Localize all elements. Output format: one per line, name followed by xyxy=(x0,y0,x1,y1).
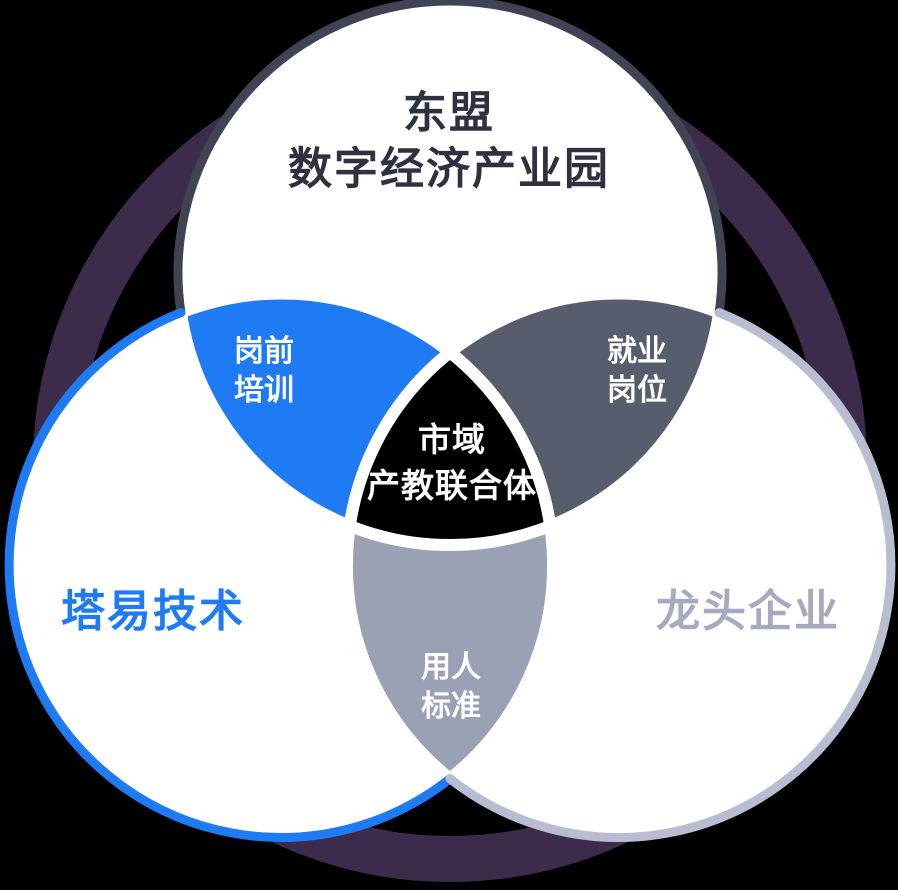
left-circle-label: 塔易技术 xyxy=(61,587,245,636)
right-circle-label: 龙头企业 xyxy=(656,587,840,636)
overlap-top-left-label-line1: 岗前 xyxy=(234,335,294,368)
left-circle-arc xyxy=(4,308,455,842)
right-circle-arc xyxy=(445,308,896,842)
overlap-top-left-label-line2: 培训 xyxy=(234,374,294,407)
overlap-top-right-label-line2: 岗位 xyxy=(607,374,667,407)
overlap-bottom-label-line1: 用人 xyxy=(421,651,481,684)
top-circle-label-line2: 数字经济产业园 xyxy=(288,145,610,194)
overlap-top-right-label: 就业 岗位 xyxy=(607,332,667,410)
center-region-label: 市域 产教联合体 xyxy=(367,417,537,509)
overlap-top-right-label-line1: 就业 xyxy=(607,335,667,368)
top-circle-label: 东盟 数字经济产业园 xyxy=(288,86,610,199)
overlap-top-left-label: 岗前 培训 xyxy=(234,332,294,410)
top-circle-arc xyxy=(173,0,727,318)
center-region xyxy=(343,346,557,551)
overlap-bottom-label: 用人 标准 xyxy=(421,648,481,726)
center-region-label-line1: 市域 xyxy=(418,420,486,458)
overlap-bottom-label-line2: 标准 xyxy=(421,690,481,723)
top-circle-label-line1: 东盟 xyxy=(403,88,495,138)
center-region-label-line2: 产教联合体 xyxy=(367,467,537,504)
